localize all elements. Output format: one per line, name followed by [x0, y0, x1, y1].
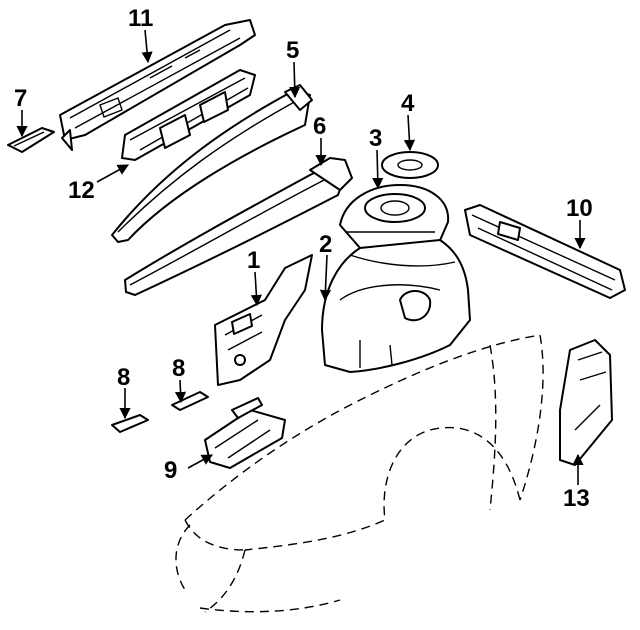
part-7-bracket	[7, 127, 55, 153]
callout-9: 9	[164, 457, 177, 484]
callout-6: 6	[313, 113, 326, 140]
leader-lines	[16, 29, 586, 485]
callout-5: 5	[286, 37, 299, 64]
part-11-upper-rail	[59, 19, 256, 151]
callout-8-left: 8	[117, 364, 130, 391]
callout-3: 3	[369, 125, 382, 152]
callout-4: 4	[401, 90, 415, 117]
callout-10: 10	[566, 195, 593, 222]
callout-12: 12	[68, 177, 95, 204]
part-2-wheel-house	[321, 239, 471, 373]
part-12-bracket-rail	[121, 69, 256, 161]
part-1-apron-panel	[214, 254, 313, 386]
callout-11: 11	[128, 5, 153, 32]
fender-outline	[175, 334, 544, 613]
callout-7: 7	[14, 85, 27, 112]
callout-2: 2	[319, 231, 332, 258]
part-3-strut-tower	[339, 184, 450, 249]
part-8-left-bracket	[111, 414, 149, 433]
part-4-washer	[381, 151, 439, 179]
callout-8-right: 8	[172, 355, 185, 382]
callout-13: 13	[563, 485, 590, 512]
part-10-side-rail	[464, 204, 626, 299]
part-8-right-bracket	[171, 391, 209, 411]
part-9-lower-bracket	[204, 397, 286, 469]
callout-1: 1	[247, 247, 260, 274]
part-6-lower-rail	[124, 157, 353, 296]
part-13-bracket	[559, 339, 613, 466]
